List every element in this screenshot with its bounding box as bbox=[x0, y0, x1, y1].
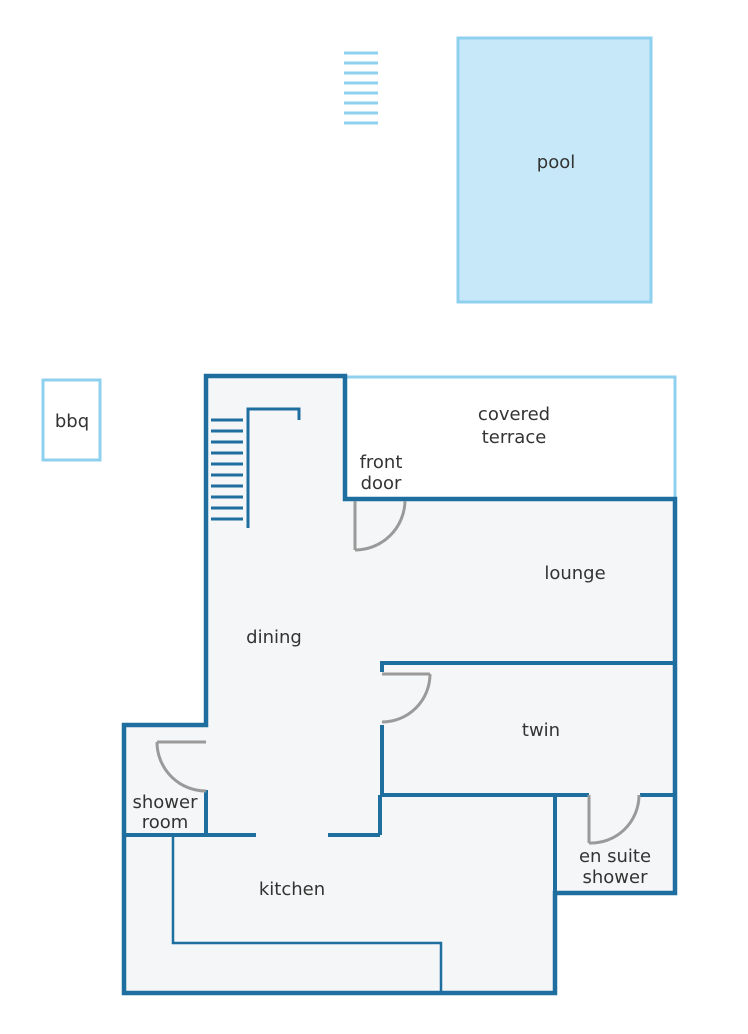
covered-terrace-outline bbox=[345, 375, 677, 499]
exterior-walls bbox=[121, 373, 678, 996]
interior-walls bbox=[124, 661, 675, 893]
kitchen-counter bbox=[171, 835, 443, 993]
pool bbox=[456, 36, 653, 304]
front-door-label-line2: door bbox=[361, 473, 402, 494]
twin-label: twin bbox=[522, 720, 560, 741]
bbq bbox=[41, 378, 102, 462]
front-door-label-line1: front bbox=[360, 452, 403, 473]
shower-room-label-line2: room bbox=[142, 812, 189, 833]
covered-terrace-label-line1: covered bbox=[478, 404, 550, 425]
pool-label: pool bbox=[537, 152, 575, 173]
bbq-label: bbq bbox=[55, 411, 89, 432]
shower-room-label-line1: shower bbox=[133, 792, 199, 813]
en-suite-label-line2: shower bbox=[583, 867, 649, 888]
kitchen-label: kitchen bbox=[259, 879, 325, 900]
en-suite-door-swing bbox=[587, 794, 641, 845]
doors bbox=[155, 500, 641, 845]
front-door-swing bbox=[353, 500, 407, 552]
lounge-label: lounge bbox=[544, 563, 605, 584]
interior-stairs bbox=[211, 407, 301, 528]
house-floor bbox=[124, 376, 675, 993]
covered-terrace-label-line2: terrace bbox=[482, 427, 547, 448]
shower-room-door-swing bbox=[155, 740, 207, 793]
pool-steps bbox=[344, 51, 378, 125]
en-suite-label-line1: en suite bbox=[579, 846, 651, 867]
dining-label: dining bbox=[246, 627, 302, 648]
twin-door-swing bbox=[381, 672, 432, 724]
